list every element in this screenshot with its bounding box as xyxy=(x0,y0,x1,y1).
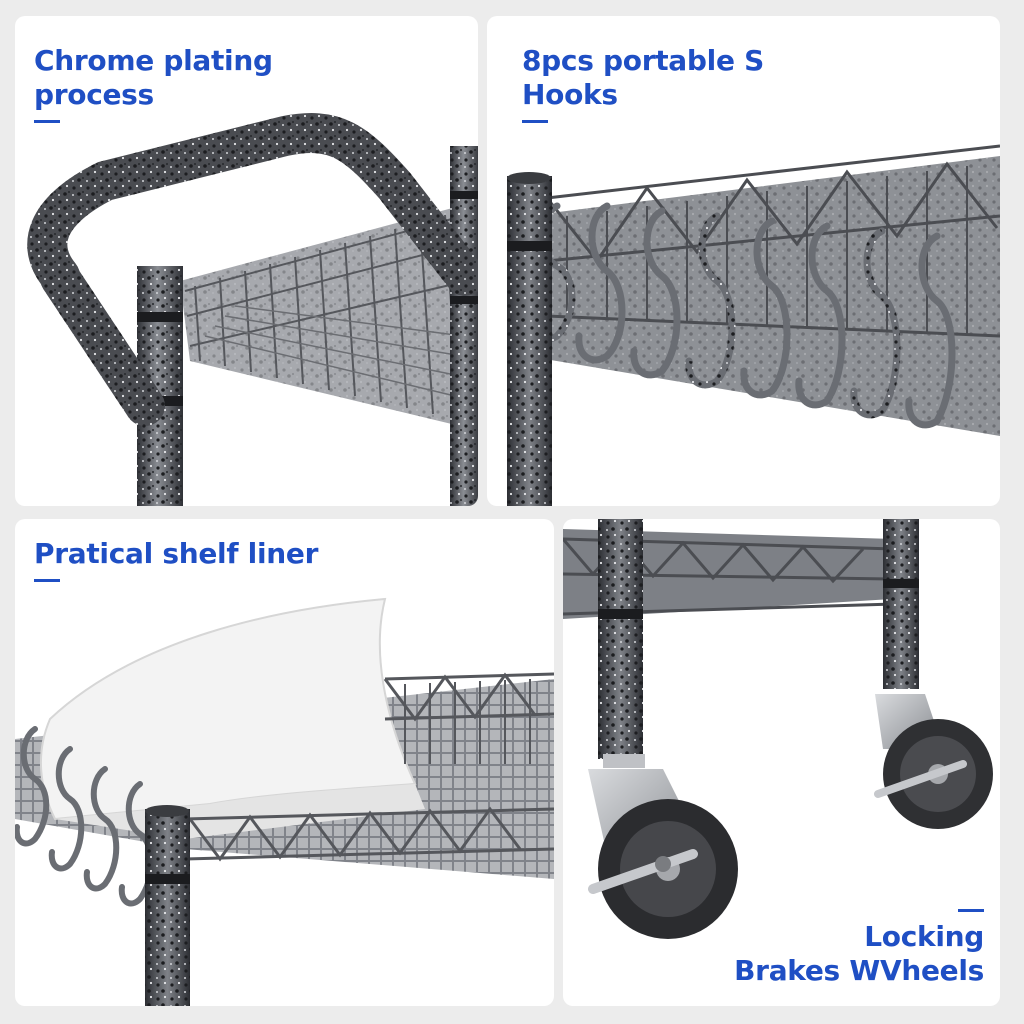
caption-accent-rule xyxy=(522,120,548,123)
caption-line-1: Locking xyxy=(864,920,984,953)
caption-locking-wheels: Locking Brakes WVheels xyxy=(734,909,984,988)
caption-accent-rule xyxy=(34,579,60,582)
shelf-liner-illustration xyxy=(15,597,554,1006)
s-hooks-illustration xyxy=(507,144,1000,506)
caption-s-hooks: 8pcs portable S Hooks xyxy=(522,44,764,123)
panel-s-hooks: 8pcs portable S Hooks xyxy=(487,16,1000,506)
caption-line-1: 8pcs portable S xyxy=(522,44,764,77)
caption-line-2: Hooks xyxy=(522,78,618,111)
caption-line-1: Chrome plating xyxy=(34,44,273,77)
caption-accent-rule xyxy=(34,120,60,123)
caption-line-2: process xyxy=(34,78,154,111)
caption-line-2: Brakes WVheels xyxy=(734,954,984,987)
locking-wheels-illustration xyxy=(563,519,993,939)
panel-chrome-plating: Chrome plating process xyxy=(15,16,478,506)
caption-shelf-liner: Pratical shelf liner xyxy=(34,537,318,582)
panel-shelf-liner: Pratical shelf liner xyxy=(15,519,554,1006)
caption-line-1: Pratical shelf liner xyxy=(34,537,319,570)
panel-locking-wheels: Locking Brakes WVheels xyxy=(563,519,1000,1006)
chrome-handle-illustration xyxy=(27,113,478,506)
caption-accent-rule xyxy=(958,909,984,912)
caption-chrome-plating: Chrome plating process xyxy=(34,44,273,123)
